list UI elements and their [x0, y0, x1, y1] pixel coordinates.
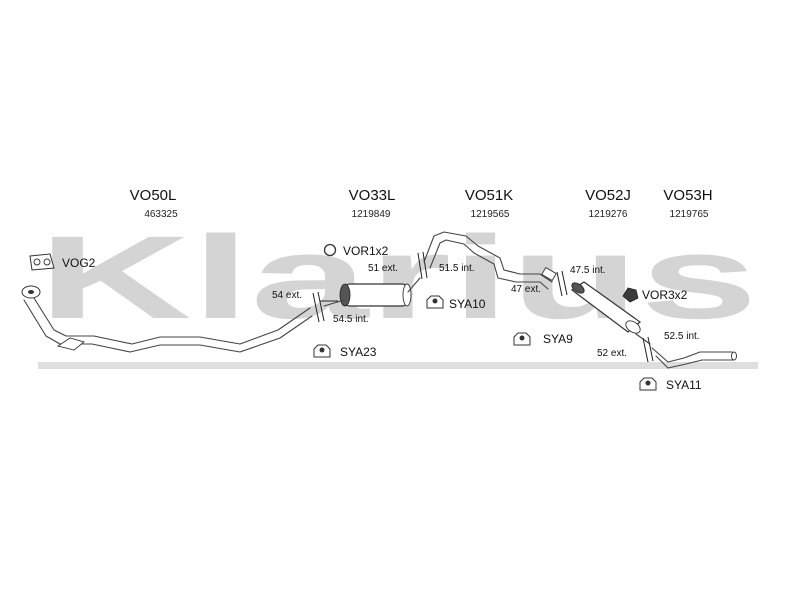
part-code-vo51k: VO51K	[465, 187, 513, 204]
part-codes: VO50L 463325 VO33L 1219849 VO51K 1219565…	[130, 187, 713, 220]
part-code-vo52j: VO52J	[585, 187, 631, 204]
front-pipe	[21, 285, 313, 353]
accessory-label-sya11: SYA11	[666, 378, 702, 392]
ring-icon	[323, 243, 337, 257]
part-number-vo53h: 1219765	[670, 209, 709, 220]
joint-4-hatch	[642, 336, 654, 363]
mount-sya10: SYA10	[426, 295, 486, 311]
part-code-vo53h: VO53H	[663, 187, 712, 204]
accessory-label-vog2: VOG2	[62, 256, 96, 270]
part-number-vo51k: 1219565	[471, 209, 510, 220]
gasket-vog2: VOG2	[29, 253, 96, 271]
joint-2-ext-label: 51 ext.	[368, 263, 398, 274]
joint-3-ext-label: 47 ext.	[511, 284, 541, 295]
mount-sya23: SYA23	[313, 344, 377, 359]
watermark-text: Klarius	[38, 212, 758, 344]
accessory-label-sya9: SYA9	[543, 332, 573, 346]
joint-1-ext-label: 54 ext.	[272, 290, 302, 301]
rear-silencer	[570, 281, 651, 345]
joint-1-int-label: 54.5 int.	[333, 314, 369, 325]
tail-pipe	[651, 347, 737, 369]
joint-1-hatch	[312, 291, 338, 323]
part-code-vo33l: VO33L	[349, 187, 396, 204]
gasket-icon	[29, 253, 55, 271]
accessory-label-vor3x2: VOR3x2	[642, 288, 688, 302]
joint-4-ext-label: 52 ext.	[597, 348, 627, 359]
seal-ring-icon	[622, 287, 639, 303]
part-number-vo52j: 1219276	[589, 209, 628, 220]
joint-2-hatch	[417, 251, 428, 280]
joint-4-int-label: 52.5 int.	[664, 331, 700, 342]
part-number-vo50l: 463325	[144, 209, 178, 220]
ring-vor3x2: VOR3x2	[622, 287, 688, 303]
ring-vor1x2: VOR1x2	[323, 243, 389, 258]
part-code-vo50l: VO50L	[130, 187, 177, 204]
joint-3-hatch	[556, 270, 568, 297]
accessory-label-sya23: SYA23	[340, 345, 377, 359]
intermediate-pipe	[423, 231, 557, 290]
joint-3-int-label: 47.5 int.	[570, 265, 606, 276]
mount-sya9: SYA9	[513, 332, 573, 346]
mount-sya11: SYA11	[639, 377, 702, 392]
joint-2-int-label: 51.5 int.	[439, 263, 475, 274]
accessory-label-vor1x2: VOR1x2	[343, 244, 389, 258]
part-number-vo33l: 1219849	[352, 209, 391, 220]
watermark-underline	[38, 362, 758, 369]
accessory-label-sya10: SYA10	[449, 297, 486, 311]
centre-silencer	[323, 277, 421, 307]
